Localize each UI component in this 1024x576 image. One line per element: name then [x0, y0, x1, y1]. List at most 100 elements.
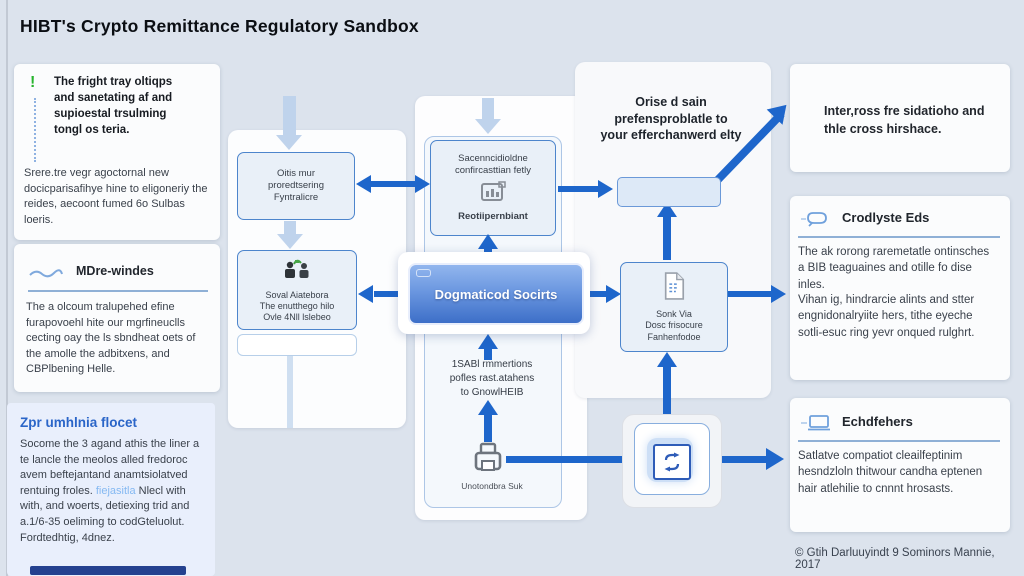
arrow-down-light — [284, 221, 296, 235]
arrow-up-sonk-to-highlight-shaft — [663, 216, 671, 260]
card-text: Inter,ross fre sidatioho and thle cross … — [824, 102, 1002, 138]
alert-icon: ! — [30, 74, 36, 91]
arrow-head-up — [478, 234, 498, 249]
info-card-mid: MDre-windes The a olcoum tralupehed efin… — [14, 244, 220, 392]
node-label: Dosc frisocure — [645, 320, 703, 331]
heading-line: and sanetating af and — [54, 92, 173, 105]
orise-line: Orise d sain — [635, 95, 707, 109]
arrow-head-right — [606, 285, 621, 303]
sabi-text-block: 1SABl rmmertions pofles rast.atahens to … — [424, 358, 560, 400]
card-heading: MDre-windes — [76, 264, 154, 278]
card-heading: Zpr umhlnia flocet — [20, 415, 138, 430]
orise-line: your efferchanwerd elty — [600, 128, 742, 143]
card-body: Srere.tre vegr agoctornal new docicparis… — [24, 167, 208, 226]
arrow-down-light-head — [276, 135, 302, 150]
flow-node-members: Soval Aiatebora The enutthego hilo Ovle … — [237, 250, 357, 330]
button-corner-glyph — [416, 269, 431, 277]
right-card-top: Inter,ross fre sidatioho and thle cross … — [790, 64, 1010, 172]
arrow-up-to-button-shaft — [484, 348, 492, 360]
arrow-up-exchange-shaft — [663, 366, 671, 452]
card-body: Socome the 3 agand athis the liner a te … — [20, 437, 200, 546]
arrow-down-light-head — [277, 234, 303, 249]
info-card-bottom: Zpr umhlnia flocet Socome the 3 agand at… — [7, 403, 215, 576]
monitor-icon — [798, 414, 834, 437]
arrow-head-up — [657, 352, 677, 367]
chat-bubble-icon — [798, 210, 834, 233]
arrow-bidirectional-shaft — [370, 181, 416, 187]
node-label: Fyntralicre — [273, 192, 319, 204]
card-body: Satlatve compatiot cleailfeptinim hesndz… — [798, 450, 983, 495]
arrow-head-right — [598, 180, 613, 198]
arrow-to-members-shaft — [374, 291, 398, 297]
card-heading: The fright tray oltiqps and sanetating a… — [54, 74, 214, 138]
bottom-accent-bar — [30, 566, 186, 575]
heading-line: The fright tray oltiqps — [54, 76, 173, 88]
arrow-sonk-to-right-shaft — [727, 291, 773, 297]
heading-divider — [798, 440, 1000, 442]
text-line: Inter,ross fre sidatioho and — [824, 104, 985, 118]
node-label: Sacenncidioldne — [458, 153, 528, 165]
heading-divider — [28, 290, 208, 292]
people-icon — [280, 257, 314, 288]
connector-light-line — [287, 354, 293, 428]
form-icon — [479, 180, 507, 208]
node-label: The enutthego hilo — [259, 300, 335, 311]
arrow-up-to-sabi-shaft — [484, 414, 492, 424]
flow-node-confirmation: Sacenncidioldne confircasttian fetly Reo… — [430, 140, 556, 236]
orise-line: prefensproblatle to — [614, 111, 728, 126]
heading-divider — [798, 236, 1000, 238]
arrow-to-sonk-shaft — [590, 291, 608, 297]
arrow-head-right — [415, 175, 430, 193]
printer-label: Unotondbra Suk — [461, 481, 523, 491]
heading-line: supioestal trsulming — [54, 108, 167, 121]
sabi-line: to GnowlHEIB — [460, 387, 524, 398]
printer-icon — [468, 442, 508, 483]
arrow-head-right — [771, 285, 786, 303]
empty-sub-box — [237, 334, 357, 356]
arrow-head-up — [478, 400, 498, 415]
arrow-down-light — [283, 96, 296, 136]
connector-printer-line — [484, 424, 492, 442]
card-body: The a olcoum tralupehed efine furapovoeh… — [26, 301, 196, 376]
sabi-line: pofles rast.atahens — [449, 373, 535, 384]
card-heading: Echdfehers — [842, 414, 913, 429]
page-title: HIBT's Crypto Remittance Regulatory Sand… — [20, 16, 419, 36]
flow-node-parameters: Oitis mur proredtsering Fyntralicre — [237, 152, 355, 220]
info-card-top: ! The fright tray oltiqps and sanetating… — [14, 64, 220, 240]
sabi-line: 1SABl rmmertions — [451, 359, 533, 370]
node-label: confircasttian fetly — [454, 165, 532, 177]
arrow-head-up — [478, 334, 498, 349]
arrow-head-left — [356, 175, 371, 193]
arrow-down-light-head — [475, 119, 501, 134]
node-label: Oitis mur — [277, 167, 315, 179]
node-label: Soval Aiatebora — [265, 289, 329, 300]
inline-link[interactable]: fiejasitla — [95, 484, 136, 497]
right-card-mid: Crodlyste Eds The ak rorong raremetatle … — [790, 196, 1010, 380]
card-paragraph: The ak rorong raremetatle ontinsches a B… — [798, 246, 990, 291]
highlight-box — [617, 177, 721, 207]
dogmaticod-button[interactable]: Dogmaticod Socirts — [408, 263, 584, 325]
body-text: Socome the 3 agand athis the liner a te … — [20, 438, 200, 497]
node-label: Sonk Via — [656, 309, 692, 320]
card-heading: Crodlyste Eds — [842, 210, 930, 225]
card-paragraph: Vihan ig, hindrarcie alints and stter en… — [798, 294, 975, 339]
document-icon — [662, 271, 686, 306]
arrow-down-light — [482, 98, 494, 120]
arrow-head-left — [358, 285, 373, 303]
node-label: Fanhenfodoe — [647, 331, 701, 342]
right-card-bottom: Echdfehers Satlatve compatiot cleailfept… — [790, 398, 1010, 532]
left-edge-divider — [6, 0, 8, 576]
orise-text-block: Orise d sain prefensproblatle to your ef… — [583, 94, 759, 144]
arrow-head-right — [766, 448, 784, 470]
flow-node-sonk: Sonk Via Dosc frisocure Fanhenfodoe — [620, 262, 728, 352]
heading-line: tongl os teria. — [54, 124, 130, 137]
node-label: Ovle 4Nll lslebeo — [263, 312, 331, 323]
text-line: thle cross hirshace. — [824, 122, 942, 137]
scribble-icon — [28, 266, 64, 284]
arrow-to-highlight-shaft — [558, 186, 600, 192]
node-label: proredtsering — [268, 179, 324, 191]
copyright-footer: © Gtih Darluuyindt 9 Sominors Mannie, 20… — [795, 547, 995, 571]
exchange-icon — [653, 444, 691, 480]
body-text: Nlecl with with, and woerts, detiexing t… — [20, 484, 190, 544]
